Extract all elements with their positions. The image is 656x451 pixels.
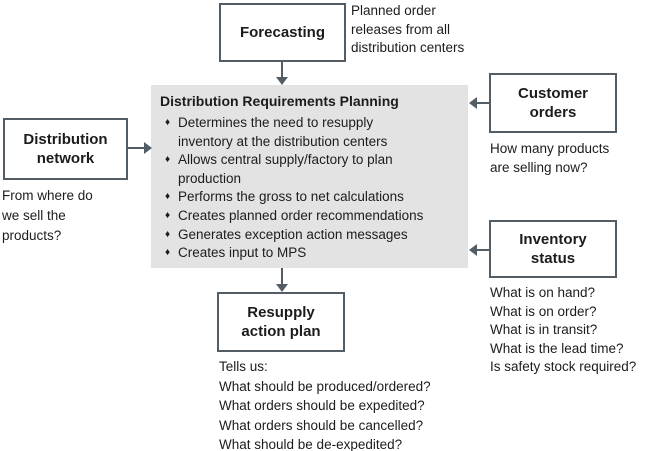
distribution-network-label: Distribution network [23,131,108,167]
drp-bullet-list: ♦ Determines the need to resupply invent… [160,114,460,263]
arrow-line [477,102,489,104]
arrow-line [128,147,145,149]
arrow-line [281,268,283,285]
distribution-network-note: From where do we sell the products? [2,188,93,243]
drp-title: Distribution Requirements Planning [160,93,399,109]
inventory-status-note: What is on hand? What is on order? What … [490,285,637,374]
drp-bullet-item: ♦ Creates input to MPS [160,244,460,263]
arrowhead-left-icon [469,97,477,109]
customer-orders-label: Customer orders [517,85,588,121]
diamond-bullet-icon: ♦ [165,228,171,240]
drp-bullet-text: Creates input to MPS [178,245,307,261]
customer-orders-note: How many products are selling now? [490,141,610,175]
arrowhead-down-icon [276,284,288,292]
resupply-action-plan-note: Tells us: What should be produced/ordere… [219,359,431,451]
forecasting-box: Forecasting [219,3,346,62]
drp-bullet-text: Determines the need to resupply inventor… [178,115,388,149]
customer-orders-box: Customer orders [489,73,617,133]
drp-bullet-text: Creates planned order recommendations [178,207,424,223]
arrowhead-down-icon [276,77,288,85]
forecasting-label: Forecasting [239,24,326,41]
arrowhead-right-icon [144,142,152,154]
drp-bullet-text: Performs the gross to net calculations [178,189,404,205]
drp-bullet-item: ♦ Performs the gross to net calculations [160,188,460,207]
resupply-action-plan-box: Resupply action plan [217,292,345,352]
inventory-status-box: Inventory status [489,220,617,278]
diamond-bullet-icon: ♦ [165,191,171,203]
diamond-bullet-icon: ♦ [165,154,171,166]
diamond-bullet-icon: ♦ [165,209,171,221]
drp-bullet-text: Generates exception action messages [178,226,408,242]
diamond-bullet-icon: ♦ [165,247,171,259]
drp-bullet-text: Allows central supply/factory to plan pr… [178,152,393,186]
drp-bullet-item: ♦ Creates planned order recommendations [160,207,460,226]
drp-bullet-item: ♦ Allows central supply/factory to plan … [160,151,460,188]
drp-bullet-item: ♦ Generates exception action messages [160,226,460,245]
arrowhead-left-icon [469,244,477,256]
forecasting-note: Planned order releases from all distribu… [351,3,465,55]
inventory-status-label: Inventory status [519,231,587,267]
resupply-action-plan-label: Resupply action plan [241,304,321,340]
diamond-bullet-icon: ♦ [165,117,171,128]
drp-panel: Distribution Requirements Planning ♦ Det… [151,85,468,268]
distribution-network-box: Distribution network [3,118,128,180]
drp-bullet-item: ♦ Determines the need to resupply invent… [160,114,460,151]
arrow-line [281,62,283,78]
arrow-line [477,249,489,251]
